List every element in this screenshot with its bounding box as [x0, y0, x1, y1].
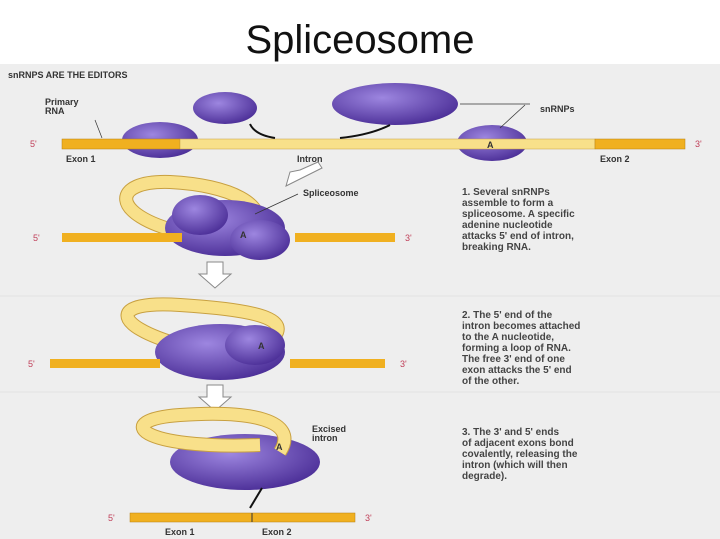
header-label: snRNPS ARE THE EDITORS — [8, 70, 128, 80]
exon-2-label: Exon 2 — [600, 154, 630, 164]
arrow — [339, 124, 391, 139]
exon-1 — [62, 233, 182, 242]
panel-step-2: A 5' 3' — [28, 297, 407, 412]
panel-primary-rna: A Primary RNA snRNPs Exon 1 Intron Exon … — [30, 83, 702, 187]
step-1-text: 1. Several snRNPs assemble to form a spl… — [462, 187, 575, 253]
three-prime-label: 3' — [695, 139, 702, 149]
panel-step-1: A Spliceosome 5' 3' — [33, 174, 412, 289]
adenine-label: A — [487, 140, 494, 150]
down-arrow-icon — [197, 261, 233, 289]
snrnps-label: snRNPs — [540, 104, 575, 114]
five-prime-label: 5' — [30, 139, 37, 149]
snrnp — [193, 92, 257, 124]
exon-1-label: Exon 1 — [165, 527, 195, 537]
primary-rna-label: RNA — [45, 106, 65, 116]
step-line: attacks 5' end of intron, — [462, 231, 574, 242]
intron — [179, 138, 596, 150]
joined-exons — [129, 512, 356, 523]
down-left-arrow-icon — [285, 161, 323, 187]
step-line: adenine nucleotide — [462, 220, 553, 231]
excised-intron-label: intron — [312, 433, 338, 443]
adenine-label: A — [240, 230, 247, 240]
step-line: to the A nucleotide, — [462, 332, 554, 343]
three-prime-label: 3' — [400, 359, 407, 369]
arrow — [249, 123, 276, 139]
intron-label: Intron — [297, 154, 323, 164]
step-line: assemble to form a — [462, 198, 554, 209]
step-line: The free 3' end of one — [462, 354, 565, 365]
adenine-label: A — [258, 341, 265, 351]
step-line: 3. The 3' and 5' ends — [462, 427, 559, 438]
step-line: of adjacent exons bond — [462, 438, 574, 449]
exon-2 — [290, 359, 385, 368]
panel-step-3: A Excised intron Exon 1 Exon 2 5' 3' — [108, 406, 372, 537]
three-prime-label: 3' — [405, 233, 412, 243]
adenine-label: A — [276, 442, 283, 452]
exon-1-label: Exon 1 — [66, 154, 96, 164]
five-prime-label: 5' — [33, 233, 40, 243]
exon-2-label: Exon 2 — [262, 527, 292, 537]
step-3-text: 3. The 3' and 5' ends of adjacent exons … — [462, 427, 578, 482]
exon-1 — [50, 359, 160, 368]
excised-intron-label: Excised — [312, 424, 346, 434]
step-line: covalently, releasing the — [462, 449, 578, 460]
step-line: forming a loop of RNA. — [462, 343, 571, 354]
step-line: intron becomes attached — [462, 321, 580, 332]
step-line: exon attacks the 5' end — [462, 365, 572, 376]
three-prime-label: 3' — [365, 513, 372, 523]
exon-2 — [295, 233, 395, 242]
down-arrow-icon — [197, 384, 233, 412]
slide-title: Spliceosome — [245, 18, 475, 62]
primary-rna-label: Primary — [45, 97, 79, 107]
step-line: intron (which will then — [462, 460, 568, 471]
step-line: spliceosome. A specific — [462, 209, 575, 220]
five-prime-label: 5' — [28, 359, 35, 369]
exon-2 — [594, 138, 686, 150]
snrnp — [332, 83, 458, 125]
step-line: degrade). — [462, 471, 507, 482]
step-line: 2. The 5' end of the — [462, 310, 553, 321]
step-line: of the other. — [462, 376, 519, 387]
exon-1 — [61, 138, 181, 150]
step-line: 1. Several snRNPs — [462, 187, 550, 198]
step-2-text: 2. The 5' end of the intron becomes atta… — [462, 310, 580, 387]
step-line: breaking RNA. — [462, 242, 531, 253]
spliceosome-label: Spliceosome — [303, 188, 359, 198]
arrow — [249, 487, 263, 509]
five-prime-label: 5' — [108, 513, 115, 523]
